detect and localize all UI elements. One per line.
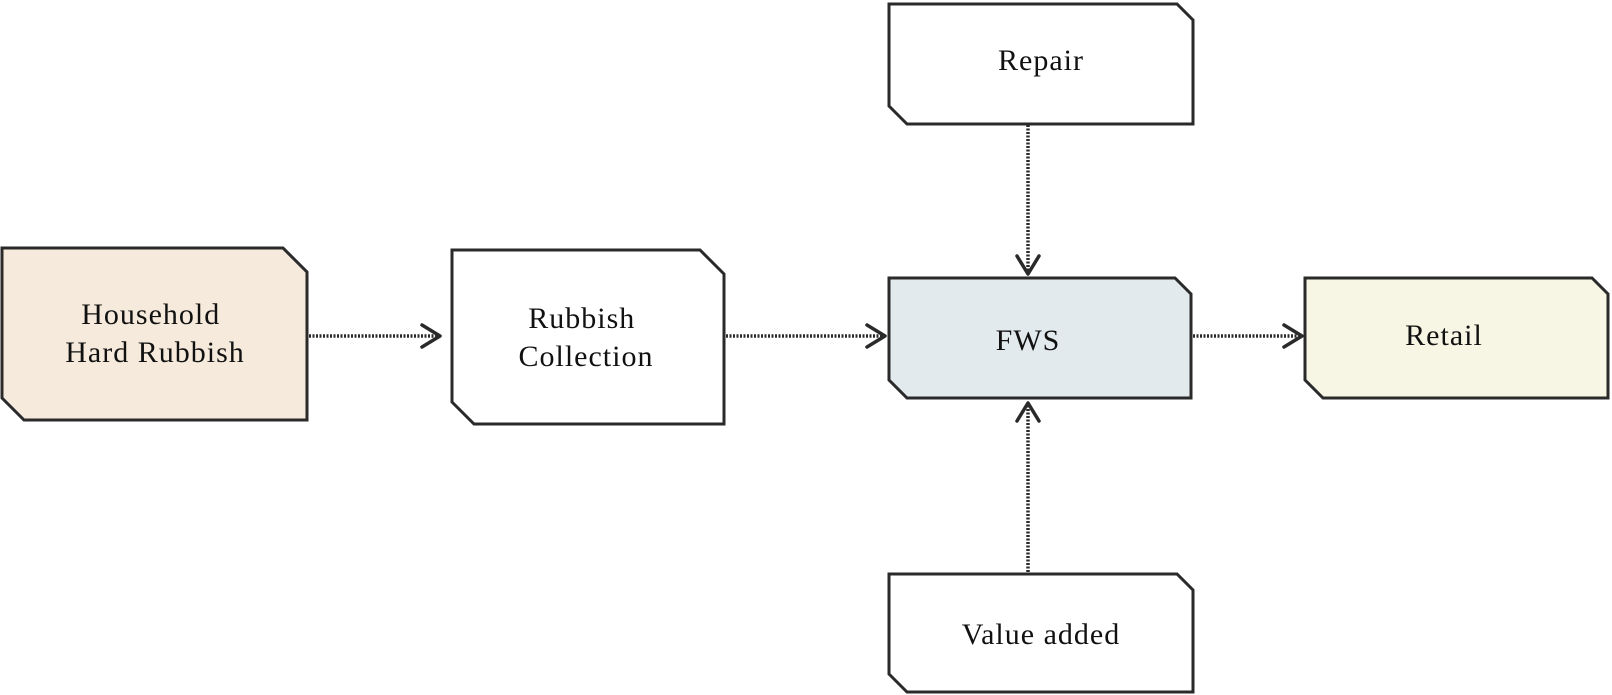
node-retail[interactable]: Retail	[1303, 276, 1610, 400]
edge-fws-to-retail	[1193, 323, 1304, 349]
node-household-label-line-1: Household	[81, 298, 220, 331]
node-household-shape	[0, 246, 309, 422]
node-repair[interactable]: Repair	[887, 2, 1195, 126]
node-retail-label: Retail	[1405, 319, 1483, 352]
svg-text:Rubbish Collection: Rubbish Collection	[519, 302, 654, 373]
edge-value-added-to-fws	[1015, 401, 1041, 572]
node-rubbish-collection[interactable]: Rubbish Collection	[450, 248, 726, 426]
svg-text:Household Hard Rubbish: Household Hard Rubbish	[65, 298, 245, 369]
node-fws-label: FWS	[996, 324, 1061, 357]
edge-rubbish-collection-to-fws	[726, 323, 887, 349]
node-repair-shape	[887, 2, 1195, 126]
edge-household-to-rubbish-collection	[302, 323, 442, 349]
node-household-hard-rubbish[interactable]: Household Hard Rubbish	[0, 246, 309, 422]
node-rubbish-collection-shape	[450, 248, 726, 426]
node-value-added-shape	[887, 572, 1195, 694]
node-rubbish-collection-label-line-2: Collection	[519, 340, 654, 373]
node-value-added[interactable]: Value added	[887, 572, 1195, 694]
node-fws-shape	[887, 276, 1193, 400]
node-retail-shape	[1303, 276, 1610, 400]
node-repair-label: Repair	[998, 44, 1084, 77]
node-fws[interactable]: FWS	[887, 276, 1193, 400]
node-household-label-line-2: Hard Rubbish	[65, 336, 245, 369]
edge-repair-to-fws	[1015, 125, 1041, 276]
node-rubbish-collection-label-line-1: Rubbish	[528, 302, 635, 335]
node-value-added-label: Value added	[962, 618, 1120, 651]
